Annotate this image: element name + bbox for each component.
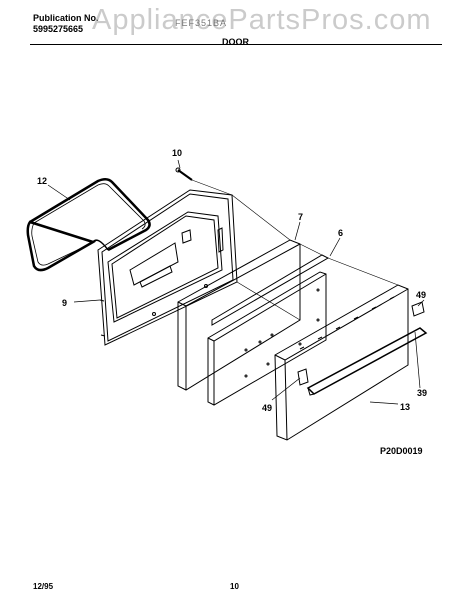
callout-inner-frame: 9 bbox=[62, 298, 67, 308]
door-handle bbox=[306, 327, 428, 396]
callout-end-cap-right: 49 bbox=[416, 290, 426, 300]
callout-outer-panel: 13 bbox=[400, 402, 410, 412]
callout-inner-panel: 6 bbox=[338, 228, 343, 238]
figure-code: P20D0019 bbox=[380, 446, 423, 456]
door-screw bbox=[175, 167, 193, 181]
section-title: DOOR bbox=[222, 37, 249, 47]
publication-number: 5995275665 bbox=[33, 24, 84, 34]
callout-screw: 10 bbox=[172, 148, 182, 158]
header-rule bbox=[30, 44, 442, 45]
door-inner-panel bbox=[207, 254, 330, 406]
door-insulation bbox=[177, 239, 301, 391]
leader-lines bbox=[47, 159, 425, 405]
callout-handle: 39 bbox=[417, 388, 427, 398]
handle-end-cap-right bbox=[411, 301, 425, 317]
model-number: FEF351BA bbox=[175, 18, 228, 28]
outer-door-panel bbox=[274, 284, 409, 441]
door-gasket bbox=[26, 178, 151, 272]
handle-end-cap-left bbox=[297, 368, 309, 386]
callout-gasket: 12 bbox=[37, 176, 47, 186]
watermark: AppliancePartsPros.com bbox=[92, 4, 432, 36]
inner-door-frame bbox=[97, 189, 238, 346]
callout-end-cap-left: 49 bbox=[262, 403, 272, 413]
footer-date: 12/95 bbox=[33, 582, 54, 591]
footer-page: 10 bbox=[230, 582, 239, 591]
publication-label: Publication No. bbox=[33, 13, 99, 23]
alignment-lines bbox=[191, 179, 399, 321]
callout-insulation: 7 bbox=[298, 212, 303, 222]
